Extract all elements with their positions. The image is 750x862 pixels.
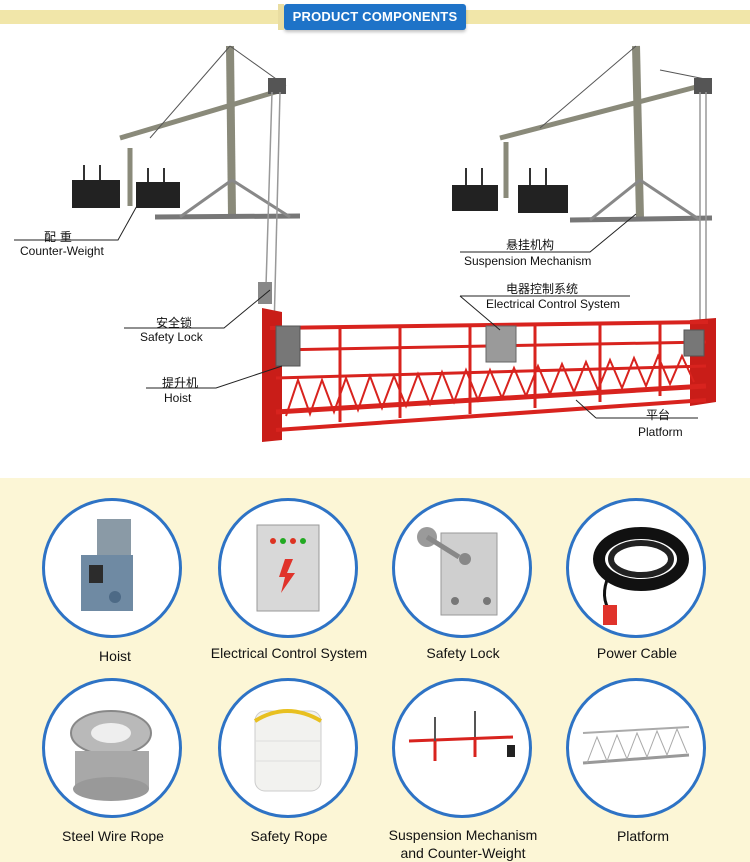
hoist-en-label: Hoist xyxy=(164,391,192,405)
diagram-section: PRODUCT COMPONENTS xyxy=(0,4,750,442)
component-label-safety-lock: Safety Lock xyxy=(426,645,500,661)
platform-en-label: Platform xyxy=(638,425,683,439)
section-title-badge: PRODUCT COMPONENTS xyxy=(278,4,466,30)
safety-lock-en-label: Safety Lock xyxy=(140,330,203,344)
electrical-en-label: Electrical Control System xyxy=(486,297,621,311)
safety-lock-image xyxy=(392,498,532,638)
component-label-suspension: Suspension Mechanism xyxy=(388,827,538,843)
component-label-counter-weight: and Counter-Weight xyxy=(400,845,526,861)
safety-lock-cn-label: 安全锁 xyxy=(156,316,193,330)
right-counter-weight xyxy=(452,168,568,213)
gondola-diagram xyxy=(14,45,716,442)
component-label-hoist: Hoist xyxy=(99,648,131,664)
safety-rope-image xyxy=(218,678,358,818)
component-label-electrical: Electrical Control System xyxy=(210,645,368,661)
counter-weight-en-label: Counter-Weight xyxy=(20,244,104,258)
electrical-cn-label: 电器控制系统 xyxy=(506,282,579,296)
hoist-cn-label: 提升机 xyxy=(162,376,199,390)
leader-lines xyxy=(14,203,698,419)
component-label-platform: Platform xyxy=(616,828,670,844)
left-counter-weight xyxy=(72,165,180,208)
hoist-unit xyxy=(275,325,705,367)
counter-weight-cn-label: 配 重 xyxy=(44,230,72,244)
suspension-cn-label: 悬挂机构 xyxy=(506,238,555,252)
platform-cn-label: 平台 xyxy=(646,408,671,422)
components-grid: Hoist Electrical Control System Safety L… xyxy=(0,478,750,862)
hoist-image xyxy=(42,498,182,638)
suspension-en-label: Suspension Mechanism xyxy=(464,254,592,268)
left-suspension-mechanism xyxy=(119,45,301,331)
electrical-control-box xyxy=(485,325,517,363)
electrical-control-system-image xyxy=(218,498,358,638)
right-suspension-mechanism xyxy=(499,45,713,330)
safety-lock-unit xyxy=(258,282,272,304)
component-label-steel-wire-rope: Steel Wire Rope xyxy=(62,828,164,844)
platform-image xyxy=(566,678,706,818)
component-label-power-cable: Power Cable xyxy=(596,645,678,661)
suspension-mechanism-image xyxy=(392,678,532,818)
component-label-safety-rope: Safety Rope xyxy=(250,828,328,844)
steel-wire-rope-image xyxy=(42,678,182,818)
power-cable-image xyxy=(566,498,706,638)
